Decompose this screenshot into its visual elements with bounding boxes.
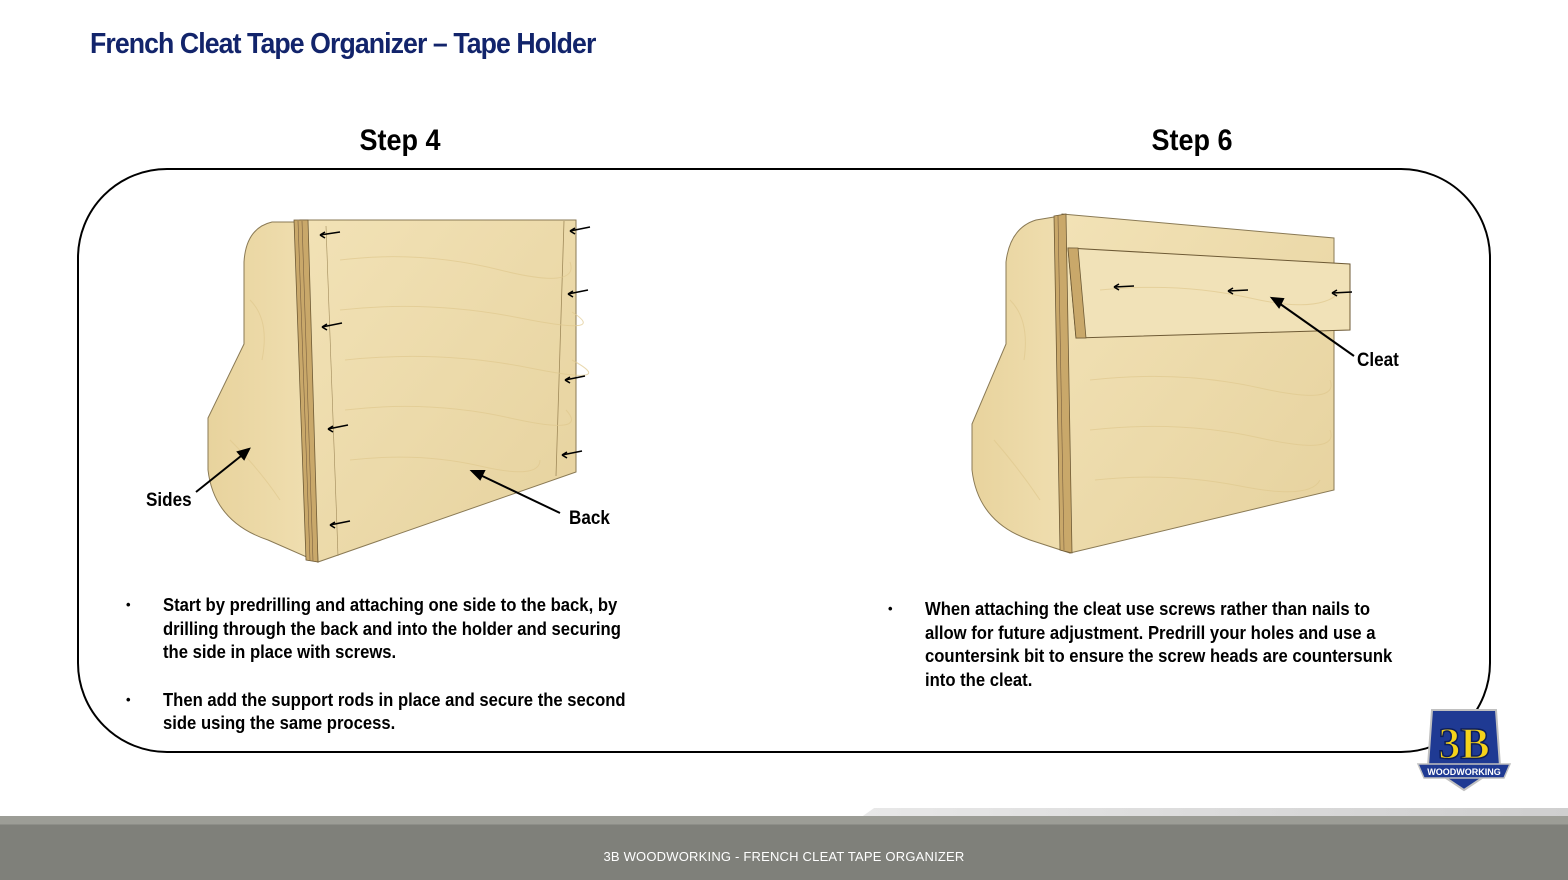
step-4-drawing: [195, 219, 591, 563]
content-frame: [77, 168, 1491, 753]
logo-subtext: WOODWORKING: [1427, 767, 1501, 777]
step-6-instructions: When attaching the cleat use screws rath…: [888, 597, 1460, 691]
footer-bar: [0, 816, 1568, 880]
list-item: Then add the support rods in place and s…: [126, 688, 701, 735]
footer-text: 3B WOODWORKING - FRENCH CLEAT TAPE ORGAN…: [603, 849, 965, 864]
logo-text: 3B: [1438, 719, 1489, 768]
sides-label: Sides: [146, 490, 192, 511]
cleat-label: Cleat: [1357, 350, 1399, 371]
step-4-heading: Step 4: [359, 124, 441, 157]
step-6-heading: Step 6: [1151, 124, 1233, 157]
list-item: Start by predrilling and attaching one s…: [126, 593, 701, 664]
logo: 3B WOODWORKING: [1416, 709, 1512, 792]
page-title: French Cleat Tape Organizer – Tape Holde…: [90, 28, 596, 60]
step-4-instructions: Start by predrilling and attaching one s…: [126, 593, 701, 735]
step-6-bullet-1: When attaching the cleat use screws rath…: [925, 598, 1393, 690]
list-item: When attaching the cleat use screws rath…: [888, 597, 1460, 691]
footer-accent-stripe: [860, 808, 1568, 818]
back-label: Back: [569, 508, 610, 529]
step-4-bullet-2: Then add the support rods in place and s…: [163, 688, 626, 734]
step-6-drawing: [971, 213, 1355, 554]
step-4-bullet-1: Start by predrilling and attaching one s…: [163, 594, 621, 662]
